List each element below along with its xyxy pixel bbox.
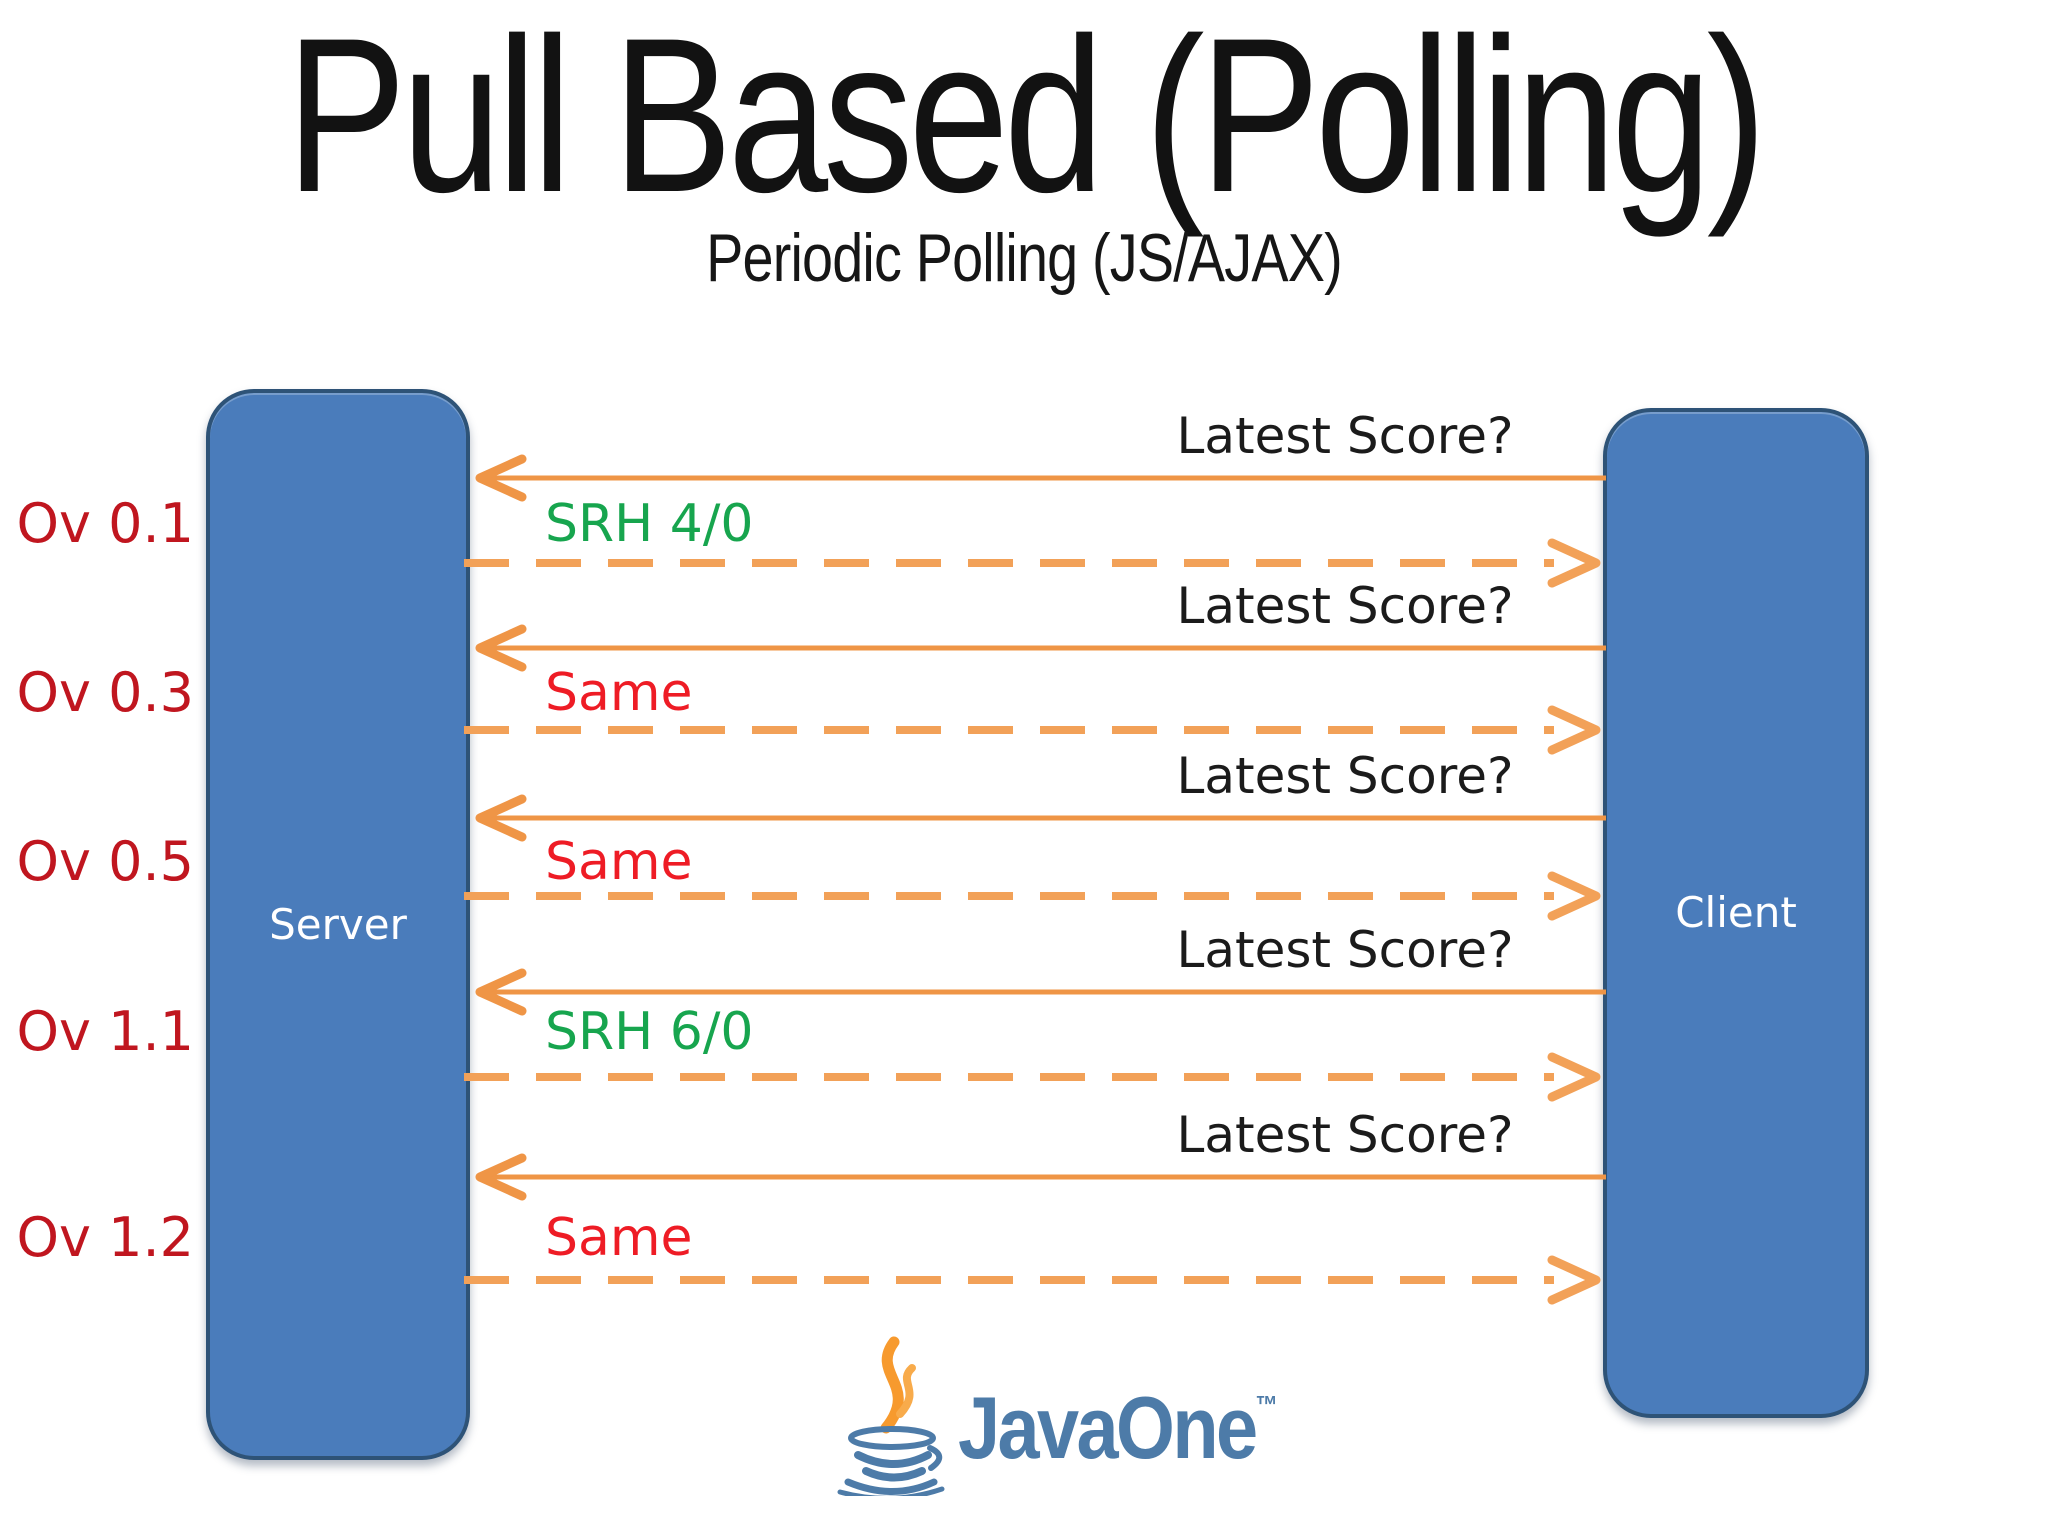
request-label: Latest Score? bbox=[1176, 921, 1514, 979]
request-label: Latest Score? bbox=[1176, 407, 1514, 465]
request-label: Latest Score? bbox=[1176, 1106, 1514, 1164]
response-label: Same bbox=[545, 832, 693, 892]
request-arrow-icon bbox=[475, 454, 1606, 502]
java-cup-icon bbox=[837, 1336, 945, 1496]
response-arrow-icon bbox=[464, 705, 1601, 755]
request-label: Latest Score? bbox=[1176, 747, 1514, 805]
response-label: SRH 6/0 bbox=[545, 1002, 754, 1062]
over-label: Ov 1.1 bbox=[16, 1000, 194, 1063]
request-label: Latest Score? bbox=[1176, 577, 1514, 635]
client-label: Client bbox=[1675, 888, 1797, 937]
response-label: Same bbox=[545, 1208, 693, 1268]
request-arrow-icon bbox=[475, 624, 1606, 672]
server-label: Server bbox=[269, 899, 407, 949]
response-label: Same bbox=[545, 663, 693, 723]
over-label: Ov 1.2 bbox=[16, 1206, 194, 1269]
request-arrow-icon bbox=[475, 968, 1606, 1016]
javaone-wordmark: JavaOne™ bbox=[958, 1384, 1278, 1472]
client-box: Client bbox=[1603, 408, 1869, 1418]
over-label: Ov 0.5 bbox=[16, 830, 194, 893]
over-label: Ov 0.3 bbox=[16, 661, 194, 724]
javaone-logo: JavaOne™ bbox=[834, 1334, 1314, 1504]
response-arrow-icon bbox=[464, 538, 1601, 588]
response-arrow-icon bbox=[464, 1255, 1601, 1305]
javaone-text: JavaOne bbox=[958, 1378, 1258, 1477]
over-label: Ov 0.1 bbox=[16, 492, 194, 555]
request-arrow-icon bbox=[475, 794, 1606, 842]
server-box: Server bbox=[206, 389, 470, 1460]
request-arrow-icon bbox=[475, 1153, 1606, 1201]
trademark-symbol: ™ bbox=[1255, 1390, 1278, 1420]
response-arrow-icon bbox=[464, 1052, 1601, 1102]
slide-title: Pull Based (Polling) bbox=[286, 0, 1767, 238]
slide-subtitle: Periodic Polling (JS/AJAX) bbox=[706, 220, 1342, 296]
response-arrow-icon bbox=[464, 871, 1601, 921]
response-label: SRH 4/0 bbox=[545, 494, 754, 554]
